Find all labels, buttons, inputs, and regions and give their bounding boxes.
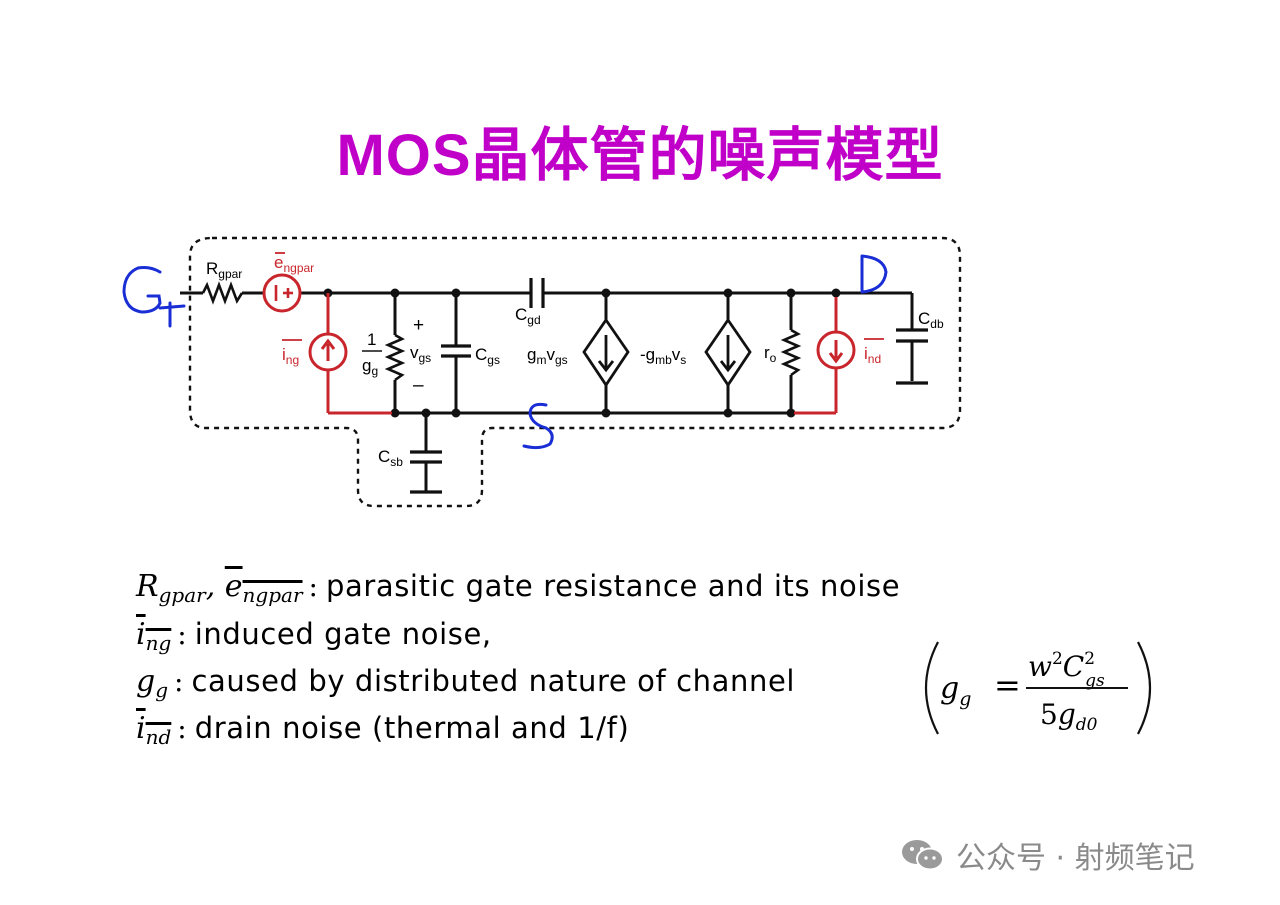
handwritten-source-S (522, 402, 554, 450)
legend-symbol: gg (136, 664, 169, 702)
handwritten-gate-G (122, 266, 186, 328)
csb-capacitor (410, 450, 442, 494)
legend-symbol: ing (136, 617, 172, 655)
legend-colon: : (177, 618, 187, 651)
watermark-text: 公众号 · 射频笔记 (956, 841, 1195, 876)
vgs-plus: + (413, 315, 424, 336)
cgd-capacitor (529, 278, 545, 308)
gmvgs-label: gmvgs (527, 345, 568, 367)
cdb-label: Cdb (918, 309, 944, 331)
legend-colon: : (174, 665, 184, 698)
symbol-legend: Rgpar, engpar:parasitic gate resistance … (136, 562, 1146, 762)
legend-symbol: Rgpar, engpar (136, 569, 303, 607)
wires (180, 291, 914, 492)
cgs-label: Cgs (475, 345, 500, 367)
gm-dependent-source (582, 317, 630, 388)
gmb-dependent-source (704, 317, 752, 388)
handwritten-source-text: S (0, 0, 1, 1)
ind-label: ind (864, 344, 881, 366)
gg-denominator: gg (362, 356, 378, 378)
dashed-boundary (188, 236, 962, 508)
vgs-minus: – (413, 375, 424, 396)
engpar-voltage-source (262, 273, 302, 313)
gmbvs-label: -gmbvs (640, 345, 686, 367)
handwritten-drain-D (860, 254, 888, 294)
ro-label: ro (764, 343, 777, 365)
formula-equals: = (994, 666, 1021, 704)
formula-right-paren (1137, 641, 1152, 735)
legend-row: Rgpar, engpar:parasitic gate resistance … (136, 564, 900, 608)
legend-description: drain noise (thermal and 1/f) (194, 711, 630, 745)
formula-left-paren (924, 641, 939, 735)
formula-lhs: gg (940, 671, 971, 710)
legend-description: caused by distributed nature of channel (191, 664, 796, 698)
legend-row: ind:drain noise (thermal and 1/f) (136, 706, 629, 750)
ing-label: ing (282, 345, 299, 367)
wechat-icon (902, 840, 944, 871)
cgd-label: Cgd (515, 305, 541, 327)
ro-resistor (780, 328, 802, 377)
handwritten-gate-text: G (0, 0, 1, 1)
legend-symbol: ind (136, 711, 172, 749)
formula-denominator: 5gd0 (1040, 698, 1098, 735)
engpar-label: engpar (274, 253, 314, 275)
legend-description: parasitic gate resistance and its noise (325, 569, 901, 603)
ing-current-source (308, 293, 392, 415)
gg-numerator: 1 (367, 330, 376, 349)
legend-row: ing:induced gate noise, (136, 612, 492, 656)
vgs-label: vgs (410, 343, 431, 365)
ind-current-source (794, 297, 856, 415)
cdb-capacitor (896, 328, 928, 385)
junction-dots (323, 288, 841, 418)
gg-resistor (384, 333, 406, 382)
handwritten-drain-text: D (0, 0, 1, 1)
mos-noise-circuit: Rgpar engpar ing 1 gg + vgs – Cgs Cgd g (0, 0, 962, 508)
csb-label: Csb (378, 447, 403, 469)
page-title: MOS晶体管的噪声模型 (336, 123, 944, 188)
legend-row: gg:caused by distributed nature of chann… (136, 659, 795, 703)
legend-colon: : (177, 712, 187, 745)
cgs-capacitor (441, 344, 471, 358)
legend-colon: : (308, 570, 318, 603)
watermark: 公众号 · 射频笔记 (900, 833, 1195, 877)
rgpar-resistor (201, 281, 244, 305)
legend-description: induced gate noise, (194, 617, 492, 651)
rgpar-label: Rgpar (206, 259, 242, 281)
